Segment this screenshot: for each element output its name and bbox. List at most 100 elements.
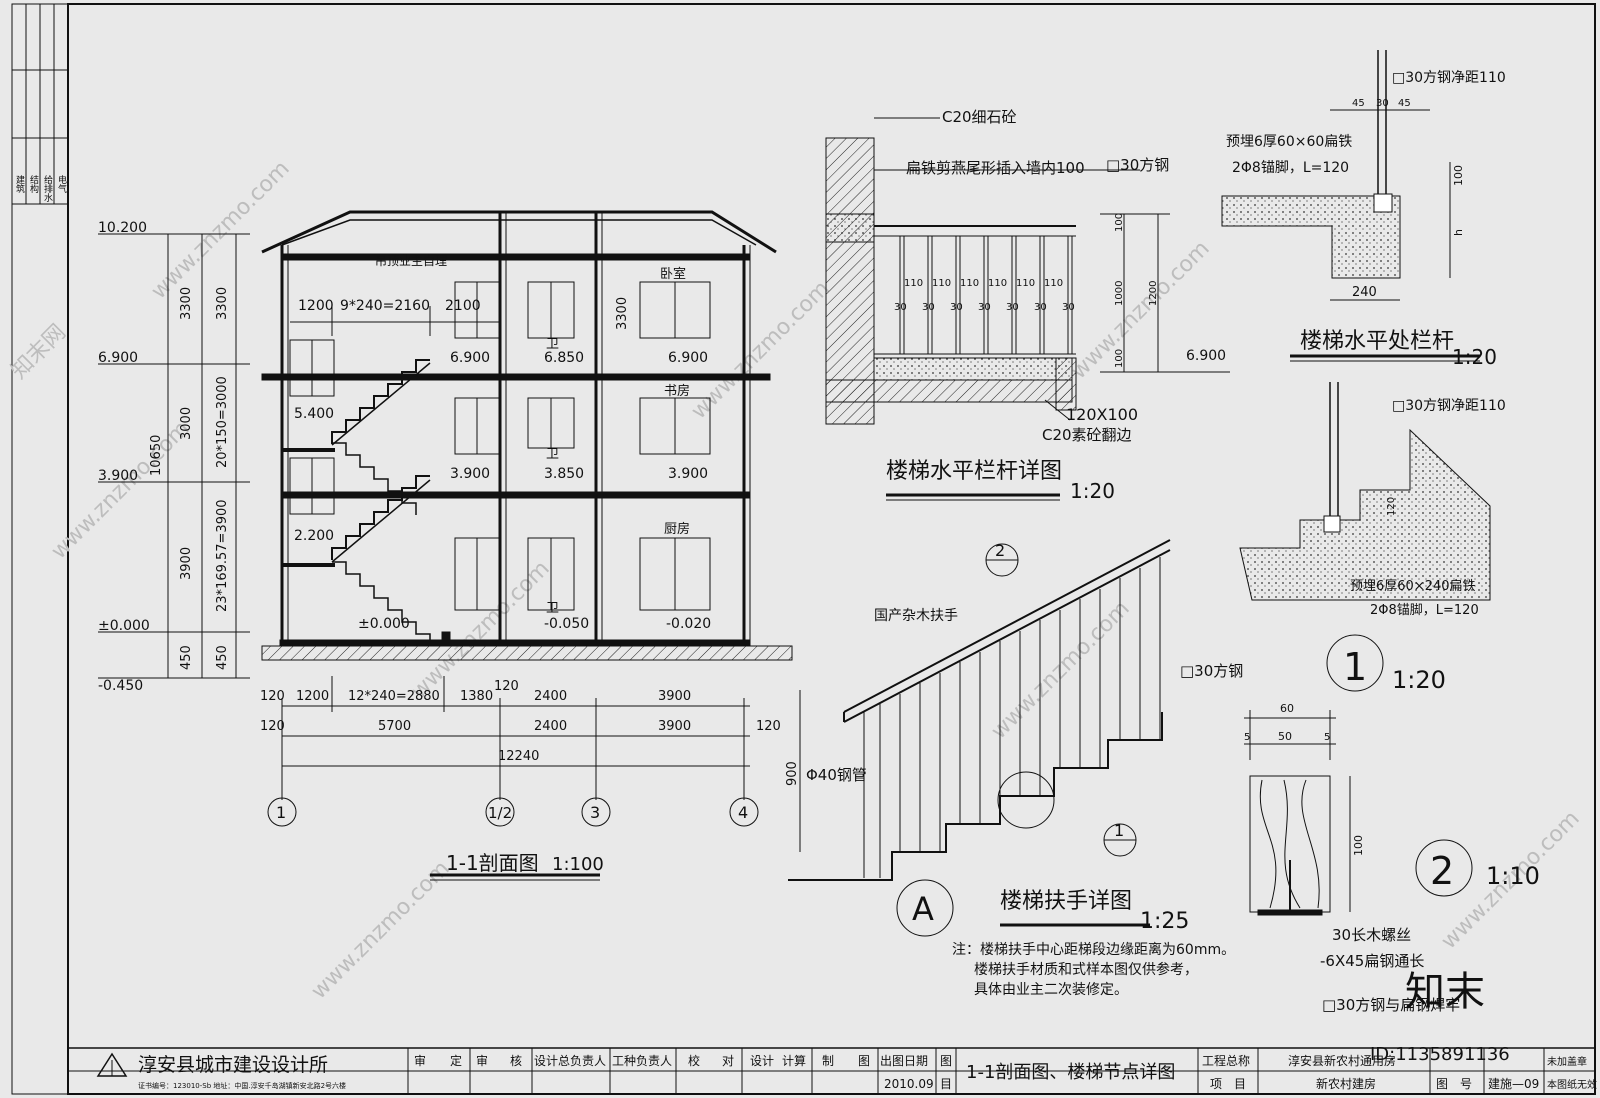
detail2 [1244, 710, 1473, 916]
detail-note: 预埋6厚60×60扁铁 [1226, 134, 1352, 150]
room-bedroom: 卧室 [660, 266, 686, 282]
detail-dim: 45 [1398, 98, 1411, 109]
detail-dim: h [1452, 229, 1465, 236]
handrail-scale: 1:25 [1140, 909, 1189, 934]
dim-row1: 120 [260, 689, 285, 704]
floor-mark: 3.900 [450, 466, 490, 482]
watermark: www.znzmo.com [407, 556, 555, 704]
discipline-3: 电气 [56, 174, 67, 193]
stamp-note: 本图纸无效 [1547, 1078, 1597, 1091]
stamp-note: 未加盖章 [1547, 1055, 1587, 1068]
detail2-scale: 1:10 [1486, 862, 1540, 890]
role-label: 计算 [782, 1053, 806, 1068]
role-label: 核 [510, 1054, 522, 1068]
detail2-dim: 60 [1280, 702, 1294, 715]
section-1-1-text: 吊顶业主自理 卧室 书房 厨房 卫 卫 卫 10.200 6.900 3.900… [98, 220, 781, 875]
dim-outer: 450 [179, 645, 194, 670]
railing-title: 楼梯水平栏杆详图 [886, 459, 1062, 484]
railing-dim: 1200 [1148, 281, 1159, 306]
ceiling-note: 吊顶业主自理 [375, 254, 447, 268]
stair-dim: 3300 [615, 297, 630, 330]
id-stamp: ID:1135891136 [1370, 1044, 1510, 1065]
room-toilet: 卫 [546, 601, 559, 616]
watermark-brand: 知末网 [7, 320, 71, 384]
handrail-mark: 1 [1114, 821, 1124, 840]
date-label: 出图日期 [880, 1054, 928, 1068]
room-study: 书房 [664, 383, 690, 399]
detail2-dim: 5 [1324, 732, 1330, 743]
railing-dim: 1000 [1114, 281, 1125, 306]
item-label: 项 目 [1210, 1077, 1246, 1091]
detail1-note: □30方钢净距110 [1392, 398, 1506, 414]
detail-note: 2Φ8锚脚，L=120 [1232, 160, 1349, 176]
level-label: ±0.000 [98, 618, 150, 634]
railing-bar: 30 [978, 302, 991, 313]
detail1-note: 预埋6厚60×240扁铁 [1350, 579, 1476, 594]
detail2-text: 60 5 50 5 100 30长木螺丝 -6X45扁钢通长 □30方钢与扁钢焊… [1244, 702, 1540, 1014]
drawing-number: 建施—09 [1488, 1077, 1539, 1091]
discipline-2: 给排水 [42, 174, 53, 202]
railing-detail-text: C20细石砼 扁铁剪燕尾形插入墙内100 □30方钢 120X100 C20素砼… [886, 108, 1226, 503]
floor-mark: 3.850 [544, 466, 584, 482]
detail1-note: 120 [1386, 497, 1397, 516]
dim-outer: 3900 [179, 547, 194, 580]
railing-note: 扁铁剪燕尾形插入墙内100 [906, 159, 1085, 177]
number-label: 图 号 [1436, 1077, 1472, 1091]
stair-dim: 1200 [298, 298, 334, 314]
railing-scale: 1:20 [1070, 479, 1115, 503]
dim-row1: 120 [494, 679, 519, 694]
detail-dim: 100 [1452, 165, 1465, 186]
room-kitchen: 厨房 [664, 521, 690, 537]
detail2-note: 30长木螺丝 [1332, 926, 1411, 944]
section-title: 1-1剖面图 [446, 851, 539, 875]
drawing-label: 目 [940, 1077, 952, 1091]
role-label: 设计 [750, 1054, 774, 1068]
discipline-0: 建筑 [14, 174, 25, 194]
railing-note: C20细石砼 [942, 108, 1017, 126]
role-label: 审 [414, 1053, 426, 1068]
company-name: 淳安县城市建设设计所 [138, 1054, 328, 1076]
detail-dim: 30 [1376, 98, 1389, 109]
section-scale: 1:100 [552, 854, 604, 875]
railing-note: 120X100 [1066, 405, 1138, 424]
role-label: 制 [822, 1054, 834, 1068]
detail2-note: -6X45扁钢通长 [1320, 952, 1424, 970]
detail2-note: □30方钢与扁钢焊牢 [1322, 996, 1460, 1014]
watermark: www.znzmo.com [987, 596, 1135, 744]
dim-row2: 5700 [378, 719, 411, 734]
floor-mark: 6.900 [668, 350, 708, 366]
section-1-1 [98, 210, 793, 881]
dim-inner: 23*169.57=3900 [215, 499, 230, 612]
role-label: 设计总负责人 [534, 1054, 606, 1068]
railing-dim: 100 [1114, 213, 1125, 232]
detail2-dim: 50 [1278, 730, 1292, 743]
dim-inner: 3300 [215, 287, 230, 320]
dim-row1: 3900 [658, 689, 691, 704]
top-right-detail-text: □30方钢净距110 预埋6厚60×60扁铁 2Φ8锚脚，L=120 45 30… [1226, 70, 1506, 694]
role-label: 图 [858, 1054, 870, 1068]
detail-dim: 240 [1352, 285, 1377, 300]
dim-row1: 1380 [460, 689, 493, 704]
room-toilet: 卫 [546, 447, 559, 462]
railing-bar: 30 [1062, 302, 1075, 313]
railing-spacing: 110 [960, 278, 979, 289]
handrail-detail-text: 国产杂木扶手 □30方钢 Φ40钢管 900 2 1 A 楼梯扶手详图 1:25… [785, 541, 1243, 998]
axis-label: 3 [590, 803, 600, 822]
detail1-mark: 1 [1343, 645, 1367, 689]
dim-total: 12240 [498, 749, 539, 764]
detail-note: □30方钢净距110 [1392, 70, 1506, 86]
floor-mark: -0.050 [544, 616, 589, 632]
dim-row2: 120 [260, 719, 285, 734]
handrail-title: 楼梯扶手详图 [1000, 889, 1132, 914]
dim-row1: 1200 [296, 689, 329, 704]
handrail-remark: 楼梯扶手材质和式样本图仅供参考， [974, 961, 1198, 978]
level-label: 10.200 [98, 220, 147, 236]
stair-dim: 2100 [445, 298, 481, 314]
dim-row2: 2400 [534, 719, 567, 734]
title-block-text: 淳安县城市建设设计所 证书编号：123010-Sb 地址：中国.淳安千岛湖镇新安… [138, 1044, 1597, 1091]
railing-bar: 30 [894, 302, 907, 313]
level-label: 3.900 [98, 468, 138, 484]
drawing-label: 图 [940, 1054, 952, 1068]
discipline-strip: 建筑 结构 给排水 电气 [11, 3, 69, 205]
